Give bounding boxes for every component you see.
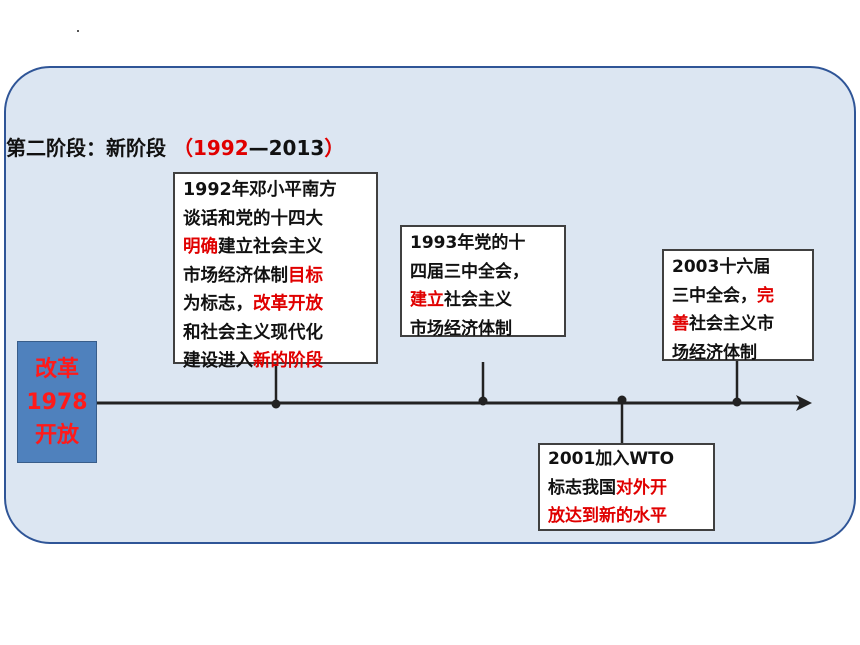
e4-line1: 2001加入WTO xyxy=(548,449,675,469)
e2-line1: 1993年党的十 xyxy=(410,233,526,253)
e1-line7-red: 新的阶段 xyxy=(253,351,323,371)
start-line-3: 开放 xyxy=(34,422,79,448)
e1-line4-red: 目标 xyxy=(288,265,323,286)
e4-line2-red: 对外开 xyxy=(616,477,667,498)
e1-line5-red: 改革开放 xyxy=(253,294,323,314)
e3-line2: 三中全会， xyxy=(672,285,757,306)
year-end: —2013 xyxy=(248,136,325,160)
e2-line3: 社会主义 xyxy=(444,290,512,310)
timeline-arrowhead xyxy=(796,395,812,411)
year-start: 1992 xyxy=(192,136,249,160)
e3-line4: 场经济体制 xyxy=(672,342,757,363)
stage-label: 第二阶段：新阶段 xyxy=(6,136,166,160)
tick-1992 xyxy=(271,399,281,409)
e3-line2-red: 完 xyxy=(757,285,774,306)
stage-title: 第二阶段：新阶段 （1992—2013） xyxy=(6,132,344,161)
event-box-1993: 1993年党的十 四届三中全会， 建立社会主义 市场经济体制 xyxy=(400,225,566,339)
tick-1993 xyxy=(478,396,488,406)
tick-2001 xyxy=(617,395,627,405)
e1-line2: 谈话和党的十四大 xyxy=(183,208,323,229)
paren-open: （ xyxy=(172,136,193,160)
paren-close: ） xyxy=(324,136,345,160)
start-line-2: 1978 xyxy=(26,389,88,415)
e1-line7: 建设进入 xyxy=(183,351,253,371)
tick-2003 xyxy=(732,397,742,407)
corner-dot xyxy=(77,30,79,32)
e2-line2: 四届三中全会， xyxy=(410,261,529,282)
e2-line3-red: 建立 xyxy=(410,290,444,310)
event-box-2001: 2001加入WTO 标志我国对外开 放达到新的水平 xyxy=(538,443,715,531)
e3-line3-red: 善 xyxy=(672,314,689,334)
e2-line4: 市场经济体制 xyxy=(410,318,512,339)
e4-line3-red: 放达到新的水平 xyxy=(548,506,667,526)
start-box-1978: 改革 1978 开放 xyxy=(17,341,97,463)
e1-line3-red: 明确 xyxy=(183,237,218,257)
e3-line3: 社会主义市 xyxy=(689,314,774,334)
e4-line2: 标志我国 xyxy=(548,477,616,498)
e1-line4: 市场经济体制 xyxy=(183,265,288,286)
e1-line3: 建立社会主义 xyxy=(218,237,323,257)
start-line-1: 改革 xyxy=(34,356,79,382)
event-box-2003: 2003十六届 三中全会，完 善社会主义市 场经济体制 xyxy=(662,249,814,363)
e3-line1: 2003十六届 xyxy=(672,257,771,277)
e1-line5: 为标志， xyxy=(183,294,253,314)
e1-line6: 和社会主义现代化 xyxy=(183,322,323,343)
e1-line1: 1992年邓小平南方 xyxy=(183,180,337,200)
event-box-1992: 1992年邓小平南方 谈话和党的十四大 明确建立社会主义 市场经济体制目标 为标… xyxy=(173,172,378,371)
